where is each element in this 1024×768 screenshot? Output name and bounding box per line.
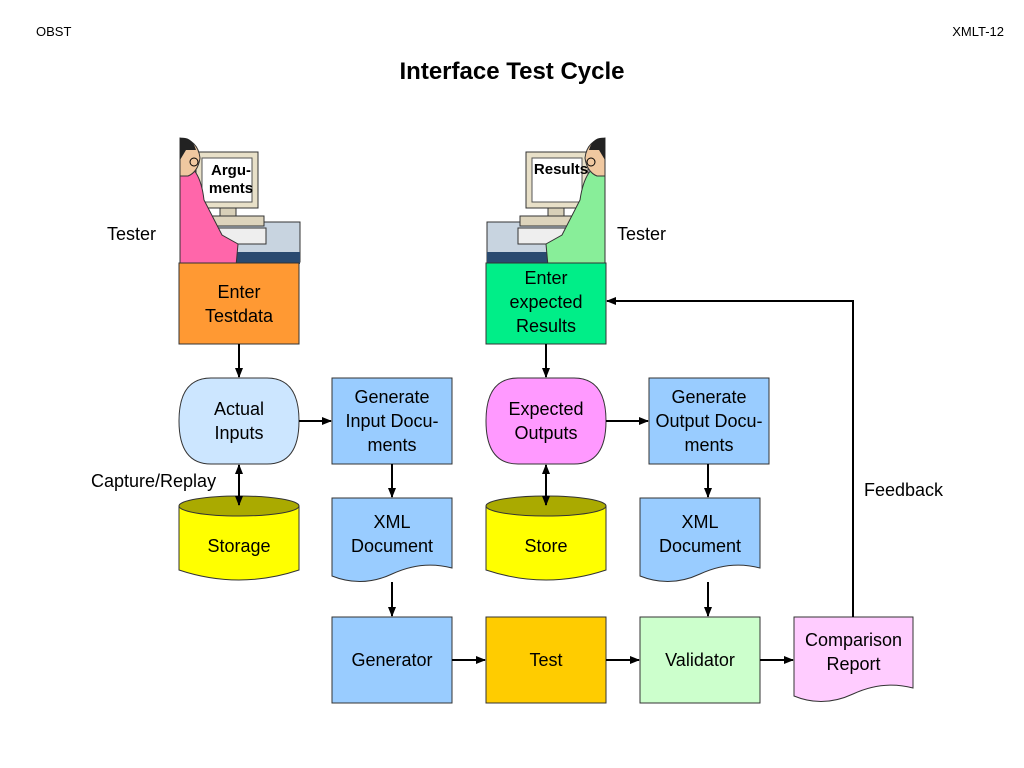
page-title: Interface Test Cycle (399, 58, 625, 85)
tester-left-illustration (179, 137, 301, 267)
store-cylinder (485, 495, 607, 581)
tester-right-label: Tester (617, 224, 667, 244)
generate-input-shape (331, 377, 453, 465)
test-shape (485, 616, 607, 704)
enter-testdata-shape (178, 262, 300, 345)
xml-doc-left-shape (331, 497, 453, 582)
enter-expected-shape (485, 262, 607, 345)
storage-cylinder (178, 495, 300, 581)
generator-shape (331, 616, 453, 704)
xml-doc-right-shape (639, 497, 761, 582)
arrow-feedback (606, 297, 854, 617)
screen-right-text: Results (533, 161, 589, 178)
screen-left-text: Argu- ments (208, 162, 254, 197)
comparison-report-shape (793, 616, 914, 702)
feedback-label: Feedback (864, 480, 944, 500)
tester-right-illustration (486, 137, 606, 267)
header-right: XMLT-12 (952, 24, 1004, 39)
generate-output-shape (648, 377, 770, 465)
tester-left-label: Tester (107, 224, 157, 244)
expected-outputs-shape (485, 377, 607, 465)
header-left: OBST (36, 24, 72, 39)
actual-inputs-shape (178, 377, 300, 465)
validator-shape (639, 616, 761, 704)
capture-replay-label: Capture/Replay (91, 471, 217, 491)
